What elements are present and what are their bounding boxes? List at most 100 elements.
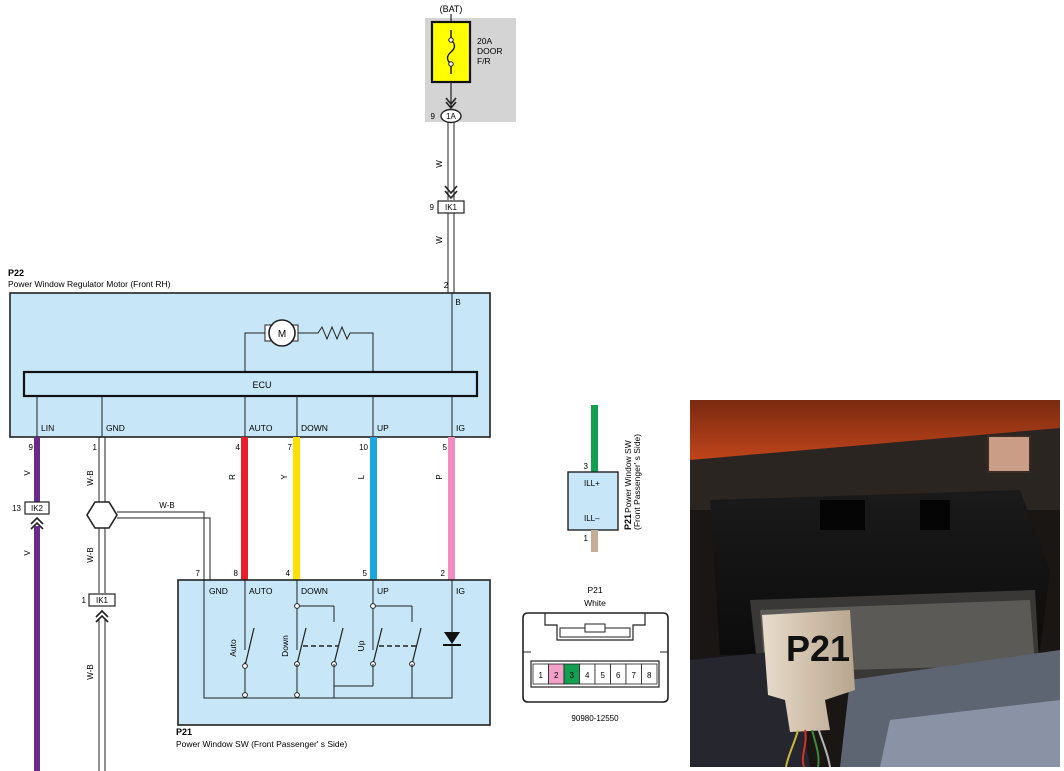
motor-terminal-gnd: GND xyxy=(106,423,125,433)
ecu-label: ECU xyxy=(252,380,271,390)
switch-terminal-auto: AUTO xyxy=(249,586,273,596)
connector-arrow-icon xyxy=(444,185,458,195)
motor-title: Power Window Regulator Motor (Front RH) xyxy=(8,279,171,289)
illumination-module: 3 ILL+ ILL– 1 P21 Power Window SW (Front… xyxy=(567,405,642,552)
wire-color-y: Y xyxy=(280,474,289,480)
connector-ik2-pin: 13 xyxy=(12,504,21,513)
switch-pin-ig: 2 xyxy=(441,569,446,578)
photo-image xyxy=(690,400,1060,767)
motor-icon xyxy=(268,319,296,347)
connector-pin-number: 5 xyxy=(601,671,606,680)
ecu-block xyxy=(22,370,479,398)
connector-pin-number: 6 xyxy=(616,671,621,680)
illum-box xyxy=(567,471,619,531)
motor-symbol: M xyxy=(278,329,286,340)
motor-terminal-down: DOWN xyxy=(301,423,328,433)
switch-contact-down xyxy=(296,627,307,665)
switch-contact-up xyxy=(372,627,383,665)
battery-source-label: (BAT) xyxy=(440,4,463,14)
illum-plus: ILL+ xyxy=(584,479,600,488)
motor-terminal-lin: LIN xyxy=(41,423,54,433)
wire-harness: 9 1 4 7 10 5 V IK2 13 V W-B W-B W-B IK1 … xyxy=(12,437,455,771)
wire-color-v-lower: V xyxy=(23,550,32,556)
photo-p21-connector: P21 xyxy=(690,400,1060,767)
resistor-icon xyxy=(298,325,374,372)
connector-code: P21 xyxy=(587,585,602,595)
switch-terminal-down: DOWN xyxy=(301,586,328,596)
connector-1a-pin: 9 xyxy=(431,112,436,121)
wire-v-upper xyxy=(34,437,40,502)
connector-ik1-lower-pin: 1 xyxy=(82,596,87,605)
connector-1a-name: 1A xyxy=(446,112,456,121)
illum-pin-top: 3 xyxy=(584,462,589,471)
switch-label-auto: Auto xyxy=(228,639,238,657)
connector-pin-number: 7 xyxy=(632,671,637,680)
motor-outline xyxy=(9,292,491,438)
connector-ik1-top xyxy=(437,200,465,214)
wire-v-lower xyxy=(34,526,40,771)
wire-color-wb-bottom: W-B xyxy=(86,664,95,679)
motor-terminal-ig: IG xyxy=(456,423,465,433)
switch-pin-up: 5 xyxy=(363,569,368,578)
fuse-name-line1: DOOR xyxy=(477,46,503,56)
wire-p xyxy=(448,437,455,580)
switch-outline xyxy=(177,579,491,726)
photo-clip xyxy=(987,435,1031,473)
switch-code: P21 xyxy=(176,727,192,737)
switch-title: Power Window SW (Front Passenger' s Side… xyxy=(176,739,347,749)
connector-pin-number: 4 xyxy=(585,671,590,680)
connector-pin-number: 2 xyxy=(554,671,559,680)
connector-arrow-icon xyxy=(30,516,44,525)
connector-ik1-lower-name: IK1 xyxy=(96,596,109,605)
illum-pin-bottom: 1 xyxy=(584,534,589,543)
wire-y xyxy=(293,437,300,580)
switch-pin-down: 4 xyxy=(286,569,291,578)
wire-color-wb-lower: W-B xyxy=(86,547,95,562)
motor-pin-auto: 4 xyxy=(236,443,241,452)
motor-b-label: B xyxy=(455,298,460,307)
fuse-icon xyxy=(446,30,456,74)
motor-pin-ig: 5 xyxy=(443,443,448,452)
wire-tan xyxy=(591,530,598,552)
connector-arrow-icon xyxy=(445,97,457,106)
connector-ik1-lower xyxy=(88,593,116,607)
photo-plug-p21 xyxy=(762,610,855,732)
connector-ik2 xyxy=(24,501,50,515)
motor-pin-gnd: 1 xyxy=(93,443,98,452)
motor-pin-lin: 9 xyxy=(29,443,34,452)
wire-color-w-upper: W xyxy=(435,160,444,168)
switch-box: GND AUTO DOWN UP IG Auto Down xyxy=(176,579,491,749)
wire-r xyxy=(241,437,248,580)
connector-arrow-icon xyxy=(95,609,109,618)
motor-b-pin: 2 xyxy=(444,281,449,290)
wire-color-w-lower: W xyxy=(435,236,444,244)
wire-color-wb-upper: W-B xyxy=(86,470,95,485)
illum-title-line1: Power Window SW xyxy=(623,440,633,513)
switch-terminal-up: UP xyxy=(377,586,389,596)
switch-label-up: Up xyxy=(356,640,366,651)
connector-pin-number: 3 xyxy=(570,671,575,680)
illum-title-line2: (Front Passenger' s Side) xyxy=(632,434,642,530)
switch-contact-auto xyxy=(244,627,255,667)
connector-color: White xyxy=(584,598,606,608)
switch-terminal-gnd: GND xyxy=(209,586,228,596)
motor-pin-down: 7 xyxy=(288,443,293,452)
illum-code: P21 xyxy=(623,514,633,530)
motor-box: P22 Power Window Regulator Motor (Front … xyxy=(8,268,491,438)
fuse-name-line2: F/R xyxy=(477,56,491,66)
photo-label: P21 xyxy=(786,628,851,669)
wire-green xyxy=(591,405,598,472)
connector-ik1-top-pin: 9 xyxy=(430,203,435,212)
top-white-wire: W IK1 9 W xyxy=(430,122,465,293)
ground-splice-icon xyxy=(86,501,118,529)
connector-1a xyxy=(440,108,462,124)
wire-color-p: P xyxy=(435,474,444,479)
switch-label-down: Down xyxy=(280,635,290,657)
wire-l xyxy=(370,437,377,580)
wire-color-wb-branch: W-B xyxy=(159,501,174,510)
fuse-rating: 20A xyxy=(477,36,492,46)
connector-ik2-name: IK2 xyxy=(31,504,44,513)
